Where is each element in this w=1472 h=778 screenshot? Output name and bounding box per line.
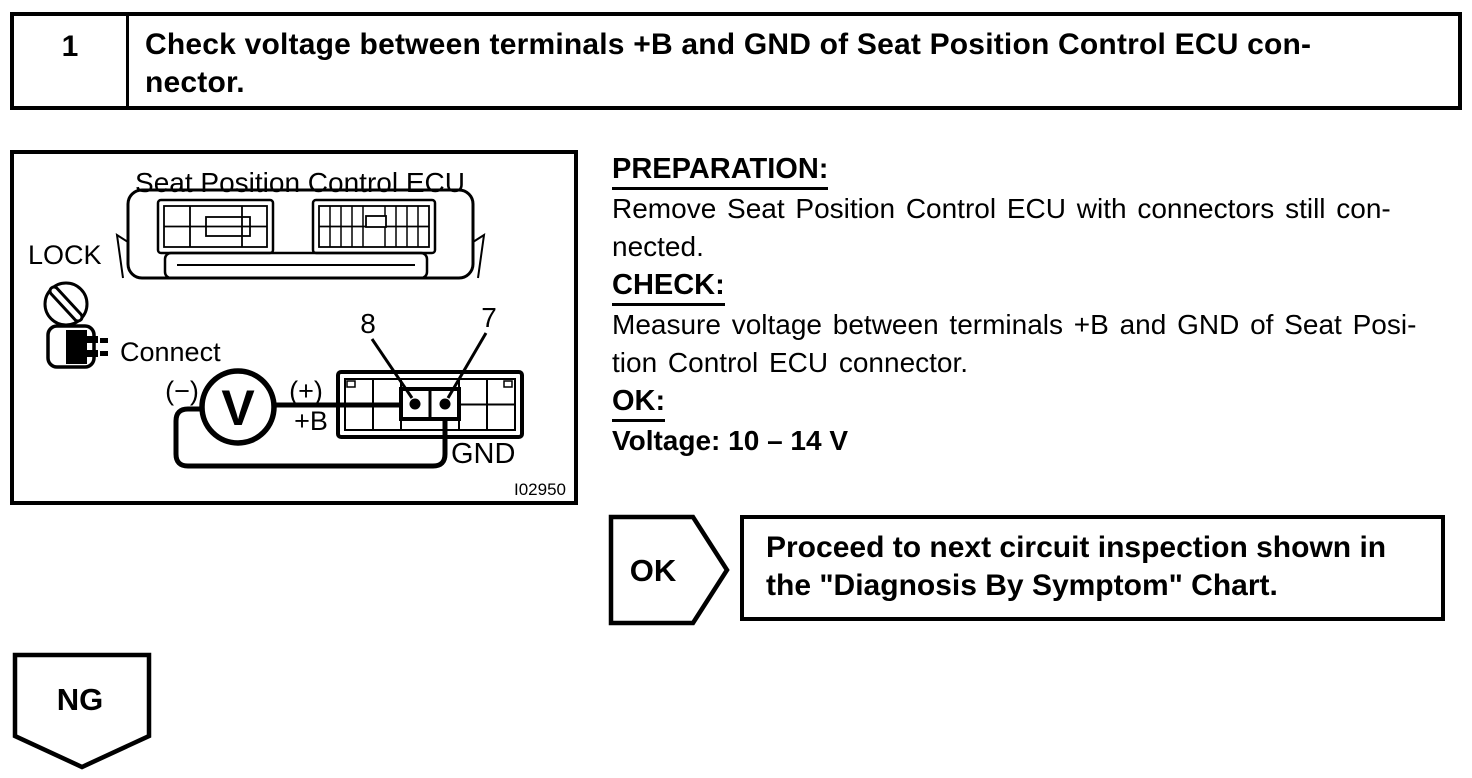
lock-label: LOCK (28, 240, 102, 270)
connect-icon (46, 324, 108, 369)
pin-7-leader-line (446, 332, 488, 399)
ok-branch-label: OK (630, 553, 677, 588)
check-text-line1: Measure voltage between terminals +B and… (612, 309, 1417, 340)
step-title-line1: Check voltage between terminals +B and G… (145, 28, 1312, 61)
ng-branch-label: NG (57, 682, 104, 717)
ok-heading: OK: (612, 382, 1468, 422)
voltmeter-symbol: V (221, 380, 255, 436)
pin-7-label: 7 (481, 302, 497, 333)
figure-code: I02950 (514, 480, 566, 499)
minus-terminal-label: (−) (165, 376, 199, 406)
step-header: 1 Check voltage between terminals +B and… (10, 12, 1462, 110)
ok-branch-arrow: OK (608, 514, 730, 626)
preparation-text-line2: nected. (612, 231, 704, 262)
check-heading: CHECK: (612, 266, 1468, 306)
ground-lead-wire (173, 406, 448, 469)
preparation-text-line1: Remove Seat Position Control ECU with co… (612, 193, 1391, 224)
connect-label: Connect (120, 337, 221, 367)
preparation-heading: PREPARATION: (612, 150, 1468, 190)
check-text-line2: tion Control ECU connector. (612, 347, 969, 378)
ok-action-box: Proceed to next circuit inspection shown… (740, 515, 1445, 621)
voltmeter-icon: V (199, 368, 277, 446)
plus-terminal-label: (+) (289, 376, 323, 406)
pin-8-label: 8 (360, 308, 376, 339)
measurement-diagram: Seat Position Control ECU (28, 167, 566, 499)
step-number: 1 (14, 16, 129, 106)
lock-icon (43, 281, 89, 327)
ecu-drawing (115, 188, 486, 280)
figure-title: Seat Position Control ECU (135, 167, 465, 198)
ok-spec: Voltage: 10 – 14 V (612, 425, 849, 456)
ecu-connector-drawing (336, 370, 524, 439)
step-title-line2: nector. (145, 66, 245, 99)
ng-branch-arrow: NG (12, 652, 152, 770)
ok-action-line2: the "Diagnosis By Symptom" Chart. (766, 569, 1278, 602)
pin-8-leader-line (370, 338, 414, 399)
ok-action-line1: Proceed to next circuit inspection shown… (766, 531, 1387, 564)
measurement-figure: Seat Position Control ECU (10, 150, 578, 505)
step-title: Check voltage between terminals +B and G… (129, 16, 1458, 106)
gnd-label: GND (451, 438, 515, 470)
plus-b-terminal-label: +B (294, 406, 328, 436)
instruction-column: PREPARATION: Remove Seat Position Contro… (612, 150, 1468, 460)
